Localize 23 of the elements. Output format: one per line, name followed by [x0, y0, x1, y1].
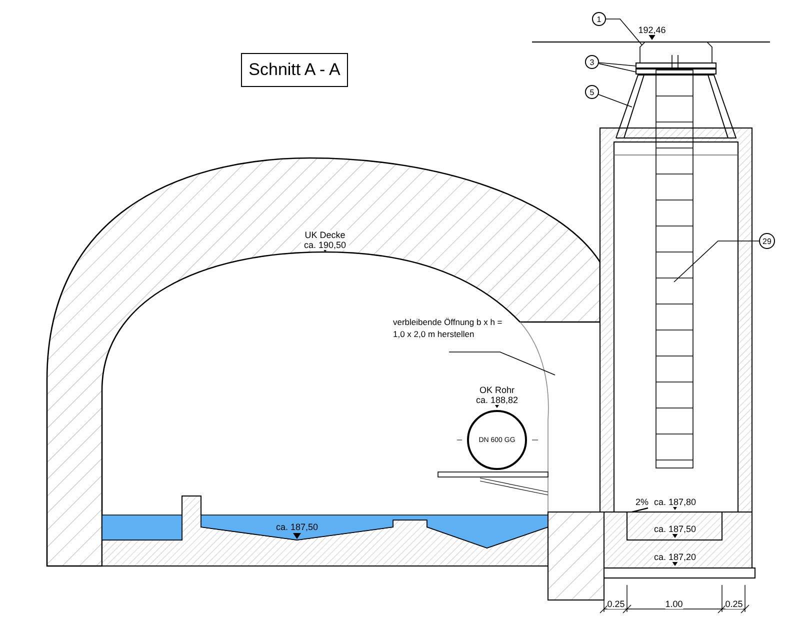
dimension-label: 1.00: [665, 599, 683, 609]
callout-number: 29: [759, 233, 775, 249]
elevation-label: ca. 187,20: [654, 552, 696, 562]
note-text: verbleibende Öffnung b x h = 1,0 x 2,0 m herstellen: [393, 316, 505, 352]
dimension-label: 0.25: [725, 599, 743, 609]
callout-number: 5: [585, 85, 599, 99]
elevation-label: OK Rohr ca. 188,82: [473, 385, 521, 405]
leader-line: [598, 62, 636, 66]
elevation-label: UK Decke ca. 190,50: [301, 230, 349, 250]
callout-number: 1: [592, 12, 606, 26]
leader-line: [598, 94, 632, 108]
leader-line: [598, 63, 636, 72]
elevation-label: 192,46: [638, 25, 666, 35]
elevation-label: ca. 187,50: [654, 524, 696, 534]
section-title: Schnitt A - A: [241, 53, 348, 87]
dimension-label: 0.25: [607, 599, 625, 609]
leader-line: [674, 240, 760, 282]
elevation-label: ca. 187,50: [276, 522, 318, 532]
callout-number: 3: [585, 55, 599, 69]
slope-label: 2%: [636, 497, 648, 507]
elevation-label: ca. 187,80: [654, 497, 696, 507]
leader-line: [448, 352, 556, 376]
leader-line: [606, 18, 642, 46]
